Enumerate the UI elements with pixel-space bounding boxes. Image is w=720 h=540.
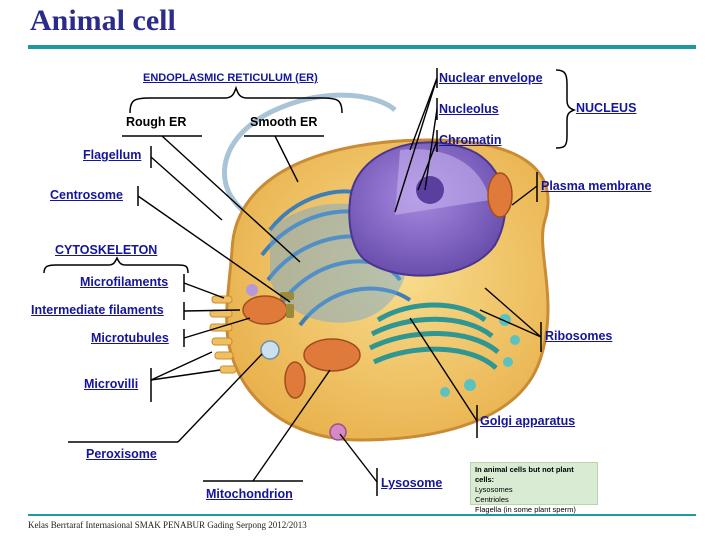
vesicles	[440, 314, 520, 397]
animal-only-note: In animal cells but not plant cells: Lys…	[470, 462, 598, 514]
nuclear-cutaway	[395, 149, 490, 215]
note-heading: In animal cells but not plant cells:	[475, 465, 574, 484]
note-item: Centrioles	[475, 495, 509, 504]
label-smooth-er: Smooth ER	[250, 115, 318, 129]
page-title: Animal cell	[30, 4, 176, 37]
vesicle-small	[246, 284, 258, 296]
label-chromatin: Chromatin	[439, 133, 502, 147]
label-microvilli: Microvilli	[84, 377, 139, 391]
flagellum	[222, 92, 397, 225]
label-nucleus: NUCLEUS	[576, 101, 637, 115]
label-flagellum: Flagellum	[83, 148, 142, 162]
label-microtubules: Microtubules	[91, 331, 169, 345]
label-er: ENDOPLASMIC RETICULUM (ER)	[143, 72, 318, 84]
label-nuclear-envelope: Nuclear envelope	[439, 71, 543, 85]
footer-divider	[28, 514, 696, 516]
label-centrosome: Centrosome	[50, 188, 123, 202]
title-divider	[28, 45, 696, 49]
label-lysosome: Lysosome	[381, 476, 443, 490]
label-cytoskeleton: CYTOSKELETON	[55, 243, 158, 257]
peroxisome	[260, 340, 280, 360]
label-nucleolus: Nucleolus	[439, 102, 499, 116]
golgi-apparatus	[368, 302, 500, 370]
label-microfilaments: Microfilaments	[80, 275, 169, 289]
footer-text: Kelas Berrtaraf Internasional SMAK PENAB…	[28, 520, 307, 530]
note-item: Flagella (in some plant sperm)	[475, 505, 576, 514]
note-item: Lysosomes	[475, 485, 513, 494]
label-golgi: Golgi apparatus	[480, 414, 576, 428]
nucleolus	[416, 176, 444, 204]
label-plasma-membrane: Plasma membrane	[541, 179, 652, 193]
label-mitochondrion: Mitochondrion	[206, 487, 293, 501]
label-rough-er: Rough ER	[126, 115, 187, 129]
label-ribosomes: Ribosomes	[545, 329, 613, 343]
label-intermediate-filaments: Intermediate filaments	[31, 303, 164, 317]
label-peroxisome: Peroxisome	[86, 447, 157, 461]
mitochondrion	[242, 172, 513, 399]
